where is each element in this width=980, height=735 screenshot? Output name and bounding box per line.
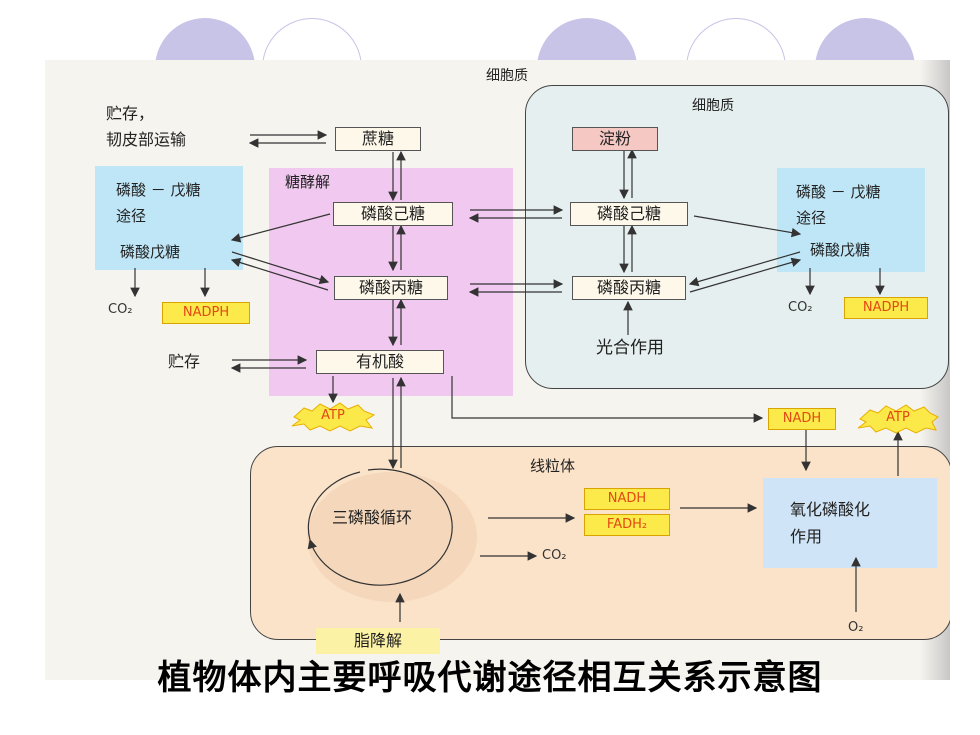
label-glycolysis: 糖酵解 bbox=[285, 173, 331, 191]
star-burst-icon bbox=[291, 402, 376, 432]
box-triose-phosphate-right: 磷酸丙糖 bbox=[572, 276, 686, 300]
star-burst-icon bbox=[857, 404, 939, 434]
label-ppp-right: 磷酸 － 戊糖 bbox=[796, 183, 881, 201]
label-co2-mito: CO₂ bbox=[542, 548, 567, 563]
box-triose-phosphate-left: 磷酸丙糖 bbox=[334, 276, 448, 300]
label-storage-comma: 贮存， bbox=[106, 104, 155, 123]
label-oxphos-2: 作用 bbox=[790, 527, 823, 546]
atp-label-right: ATP bbox=[886, 410, 910, 425]
badge-nadph-right: NADPH bbox=[844, 297, 928, 319]
label-cytoplasm-top: 细胞质 bbox=[486, 68, 528, 84]
badge-nadph-left: NADPH bbox=[162, 302, 250, 324]
label-ppp-left: 磷酸 － 戊糖 bbox=[116, 181, 201, 199]
box-sucrose: 蔗糖 bbox=[335, 127, 421, 151]
slide-title: 植物体内主要呼吸代谢途径相互关系示意图 bbox=[157, 658, 823, 698]
box-hexose-phosphate-left: 磷酸己糖 bbox=[333, 202, 453, 226]
label-co2-right: CO₂ bbox=[788, 300, 813, 315]
badge-nadh-mito: NADH bbox=[584, 488, 670, 510]
oxphos-region bbox=[763, 478, 937, 568]
tca-cycle-circle bbox=[307, 472, 477, 602]
label-oxphos: 氧化磷酸化 bbox=[790, 500, 871, 519]
label-photosynthesis: 光合作用 bbox=[596, 338, 664, 358]
label-pentose-left: 磷酸戊糖 bbox=[120, 243, 181, 261]
label-o2: O₂ bbox=[848, 620, 864, 635]
atp-star-left: ATP bbox=[290, 402, 376, 432]
label-co2-left: CO₂ bbox=[108, 302, 133, 317]
box-hexose-phosphate-right: 磷酸己糖 bbox=[570, 202, 688, 226]
label-cytoplasm-right: 细胞质 bbox=[692, 98, 734, 114]
label-tca-cycle: 三磷酸循环 bbox=[332, 508, 413, 527]
diagram-panel bbox=[45, 60, 950, 680]
ppp-right-region bbox=[777, 168, 925, 272]
ppp-left-region bbox=[95, 166, 243, 270]
label-storage: 贮存 bbox=[168, 352, 201, 371]
box-lipid-degradation: 脂降解 bbox=[316, 628, 440, 654]
label-phloem-transport: 韧皮部运输 bbox=[106, 130, 187, 149]
atp-label-left: ATP bbox=[321, 408, 345, 423]
label-pentose-right: 磷酸戊糖 bbox=[810, 241, 871, 259]
box-starch: 淀粉 bbox=[572, 127, 658, 151]
label-mitochondria: 线粒体 bbox=[530, 457, 576, 475]
atp-star-right: ATP bbox=[856, 404, 940, 434]
label-ppp-right-2: 途径 bbox=[796, 209, 827, 227]
label-ppp-left-2: 途径 bbox=[116, 207, 147, 225]
badge-fadh2-mito: FADH₂ bbox=[584, 514, 670, 536]
box-organic-acid: 有机酸 bbox=[316, 350, 444, 374]
badge-nadh-top: NADH bbox=[768, 408, 836, 430]
